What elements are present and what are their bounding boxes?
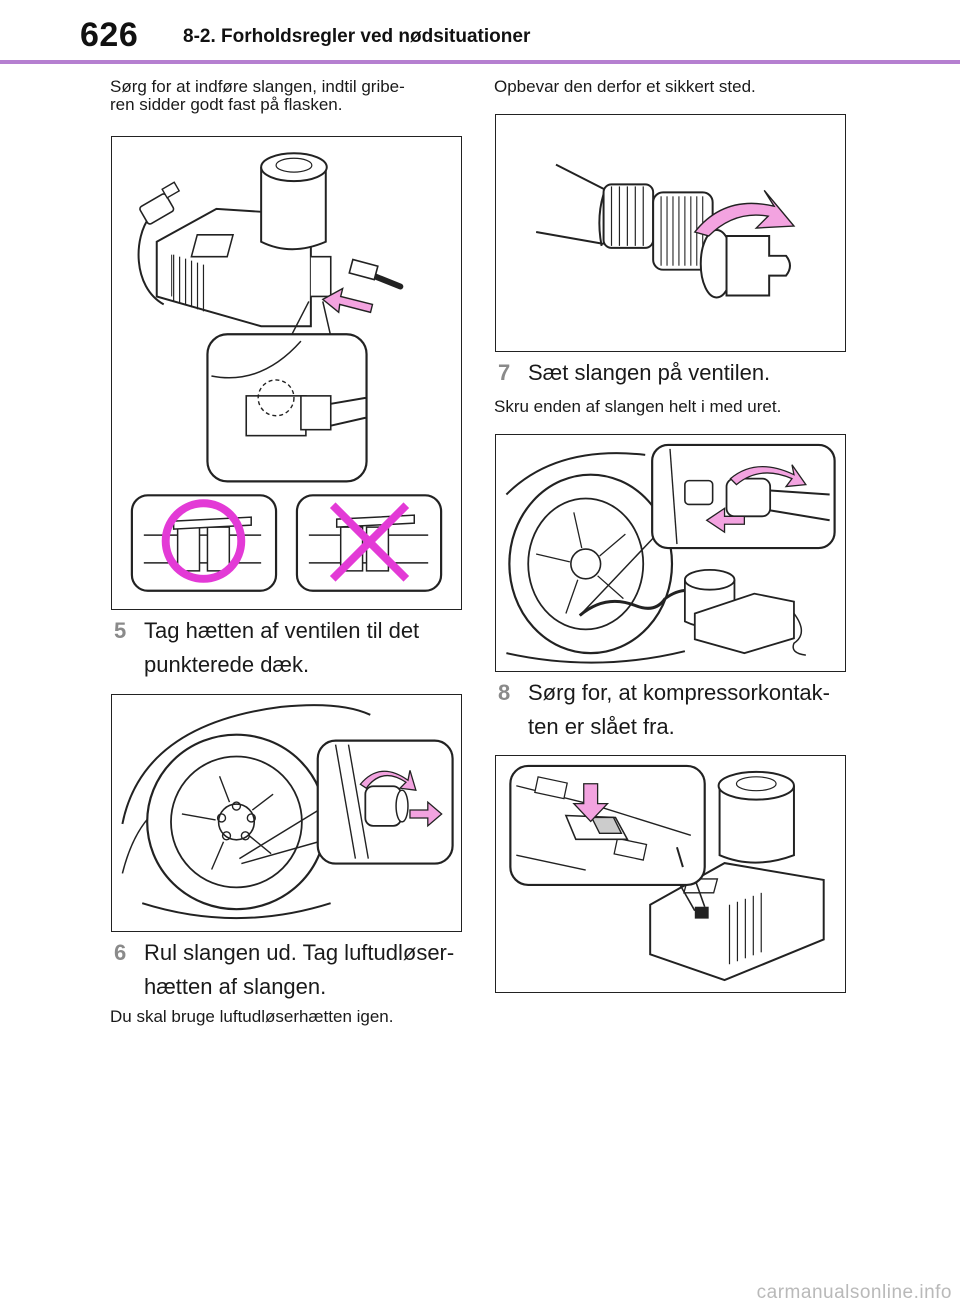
step-8-line-2: ten er slået fra.: [528, 714, 675, 739]
ok-circle-mark: [161, 499, 246, 583]
figure-hose-to-valve: [495, 434, 846, 672]
header-rule: [0, 60, 960, 64]
page-header: 626 8-2. Forholdsregler ved nødsituation…: [0, 0, 960, 70]
hose-to-valve-illustration: [505, 443, 836, 664]
step-6-line-1: Rul slangen ud. Tag luftudløser-: [144, 940, 455, 965]
section-title: 8-2. Forholdsregler ved nødsituationer: [183, 26, 531, 47]
hose-insertion-illustration: [130, 152, 443, 592]
step-5-line-1: Tag hætten af ventilen til det: [144, 618, 420, 643]
step-7-note: Skru enden af slangen helt i med uret.: [494, 397, 782, 416]
step-5-line-2: punkterede dæk.: [144, 652, 310, 677]
step-7: 7 Sæt slangen på ventilen.: [498, 356, 848, 390]
step-6: 6 Rul slangen ud. Tag luftudløser- hætten…: [114, 936, 464, 1004]
step-8-number: 8: [498, 680, 511, 705]
step-6-note: Du skal bruge luftudløserhætten igen.: [110, 1007, 394, 1026]
step-8: 8 Sørg for, at kompressorkontak- ten er s…: [498, 676, 848, 744]
figure-hose-cap: [495, 114, 846, 352]
figure-compressor-switch: [495, 755, 846, 993]
step-8-line-1: Sørg for, at kompressorkontak-: [528, 680, 830, 705]
step-6-number: 6: [114, 940, 127, 965]
compressor-switch-illustration: [509, 764, 825, 982]
step-5-number: 5: [114, 618, 127, 643]
valve-cap-illustration: [121, 704, 454, 920]
step-7-line-1: Sæt slangen på ventilen.: [528, 360, 771, 385]
figure-hose-insertion: [111, 136, 462, 610]
watermark: carmanualsonline.info: [756, 1282, 952, 1303]
right-intro: Opbevar den derfor et sikkert sted.: [494, 77, 756, 96]
figure-valve-cap: [111, 694, 462, 932]
intro-paragraph: Sørg for at indføre slangen, indtil grib…: [110, 78, 470, 114]
step-6-line-2: hætten af slangen.: [144, 974, 327, 999]
page-number: 626: [80, 16, 139, 54]
intro-line-1: Sørg for at indføre slangen, indtil grib…: [110, 77, 405, 96]
intro-line-2: ren sidder godt fast på flasken.: [110, 95, 343, 114]
step-5: 5 Tag hætten af ventilen til det punktere…: [114, 614, 464, 682]
hose-cap-illustration: [535, 163, 796, 299]
step-7-number: 7: [498, 360, 511, 385]
